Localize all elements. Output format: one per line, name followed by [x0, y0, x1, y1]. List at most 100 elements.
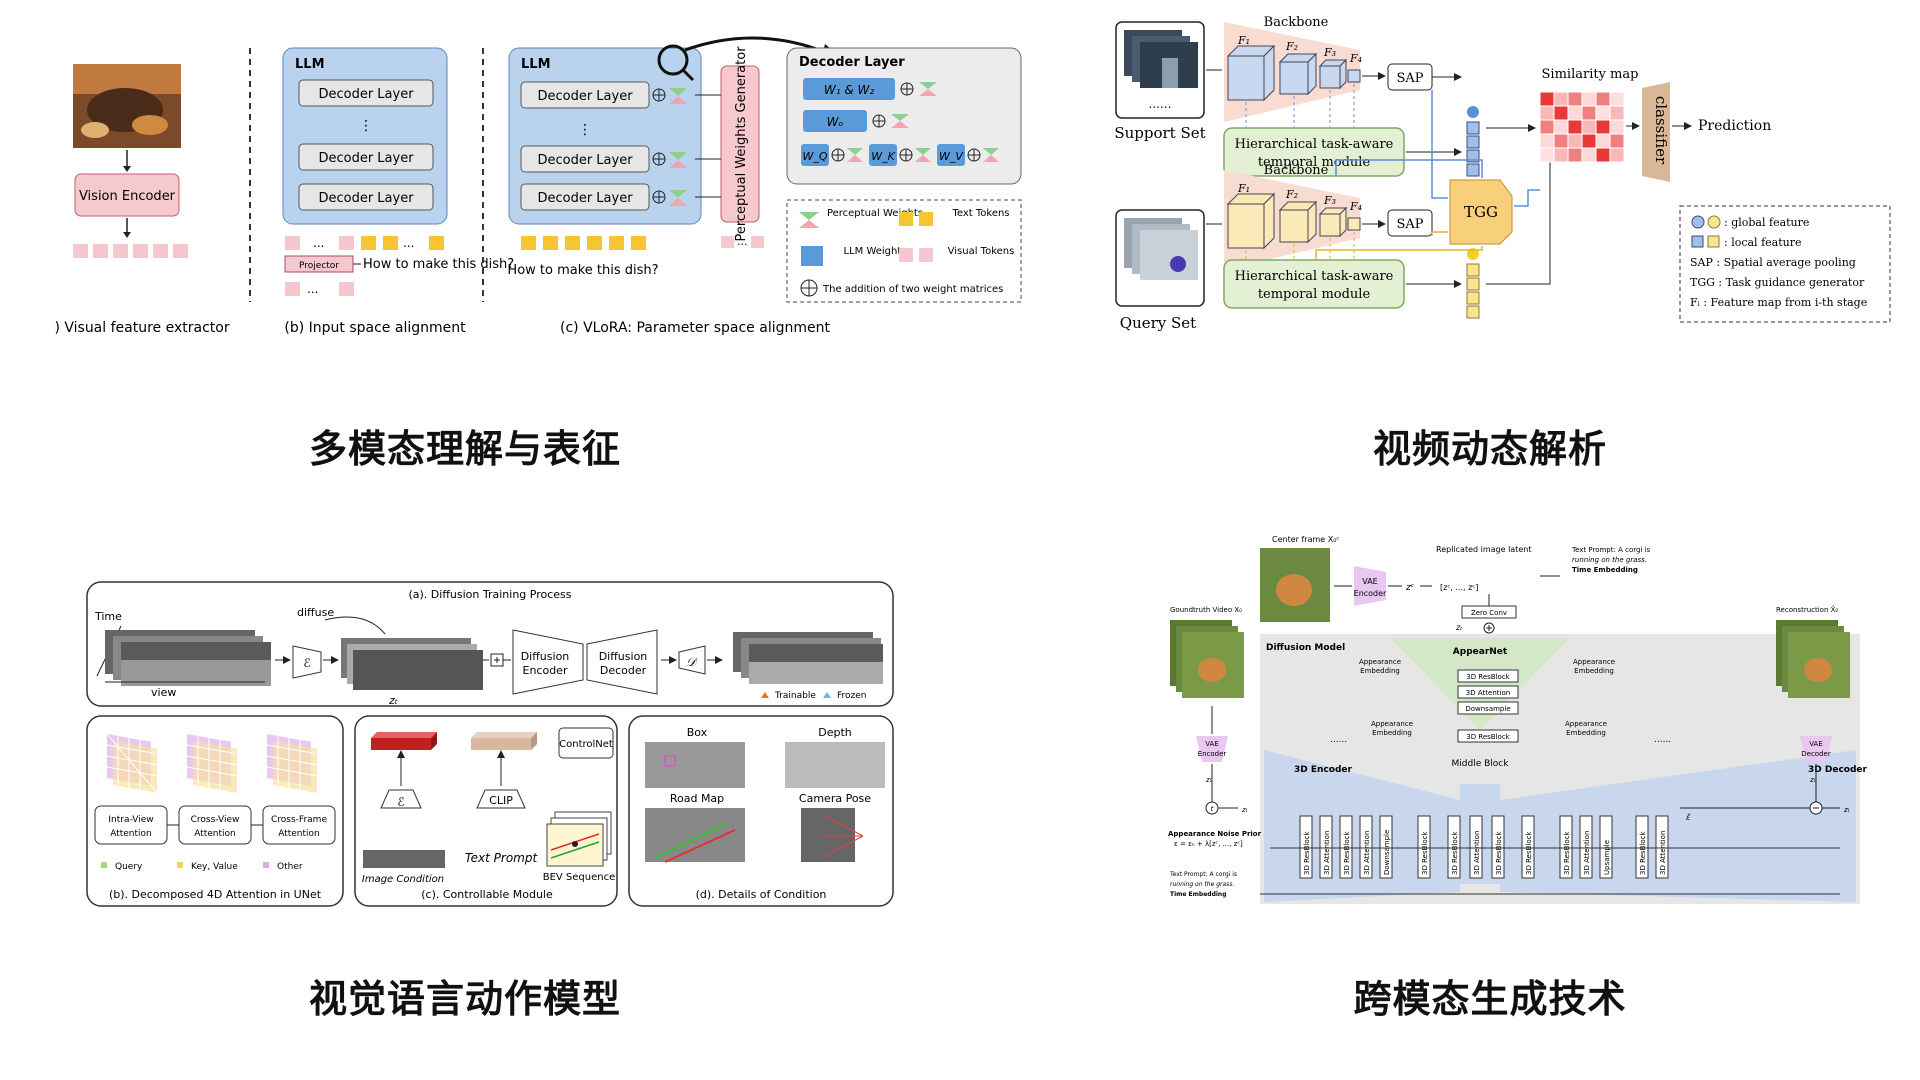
vae-encoder-left	[1196, 736, 1228, 762]
svg-text:Image Condition: Image Condition	[362, 874, 444, 885]
svg-text:3D ResBlock: 3D ResBlock	[1343, 831, 1351, 875]
svg-text:: global feature: : global feature	[1724, 216, 1809, 229]
svg-text:AppearNet: AppearNet	[1453, 647, 1508, 657]
zoom-arrow	[684, 36, 826, 54]
generation-figure: Diffusion Model AppearNet Center frame X…	[1140, 530, 1900, 930]
encoder-e	[292, 645, 322, 679]
svg-text:3D ResBlock: 3D ResBlock	[1303, 831, 1311, 875]
svg-text:ℰ: ℰ	[397, 795, 404, 809]
svg-text:TGG : Task guidance generator: TGG : Task guidance generator	[1690, 276, 1865, 289]
image-embedding-bar	[371, 738, 431, 750]
video-legend	[1679, 205, 1891, 323]
decoder-layer	[298, 143, 434, 171]
svg-text:Text Prompt: Text Prompt	[465, 851, 539, 865]
tokens-c	[521, 236, 646, 250]
visual-tokens-a	[73, 244, 188, 258]
classifier-block	[1642, 82, 1670, 182]
dashed-feature-lines-1	[1245, 84, 1355, 128]
svg-text:...: ...	[737, 235, 748, 248]
svg-text:3D ResBlock: 3D ResBlock	[1466, 733, 1510, 741]
caption-a: (a) Visual feature extractor	[55, 320, 230, 336]
bev-sequence	[546, 811, 612, 867]
svg-text:F₂: F₂	[1285, 40, 1298, 53]
svg-text:zₜ: zₜ	[1241, 806, 1248, 814]
svg-text:W₁ & W₂: W₁ & W₂	[824, 83, 875, 97]
decoder-d	[678, 645, 706, 675]
svg-text:zₜ: zₜ	[1455, 623, 1463, 632]
reconstruction-video	[1776, 620, 1850, 698]
query-feature-column	[1466, 248, 1480, 319]
backbone-1-label: Backbone	[1264, 15, 1329, 30]
svg-text:3D ResBlock: 3D ResBlock	[1563, 831, 1571, 875]
svg-text:VAE: VAE	[1809, 740, 1823, 748]
svg-text:ε̂: ε̂	[1686, 812, 1691, 822]
svg-text:3D ResBlock: 3D ResBlock	[1451, 831, 1459, 875]
svg-text:3D ResBlock: 3D ResBlock	[1421, 831, 1429, 875]
question-c: How to make this dish?	[507, 263, 658, 278]
decoder-layer-label: Decoder Layer	[318, 87, 414, 102]
svg-text:running on the grass.: running on the grass.	[1170, 881, 1234, 888]
svg-text:Embedding: Embedding	[1372, 729, 1412, 737]
svg-text:Embedding: Embedding	[1360, 667, 1400, 675]
caption-c: (c) VLoRA: Parameter space alignment	[560, 320, 830, 336]
caption-c: (c). Controllable Module	[421, 888, 553, 901]
vdots: ⋮	[359, 118, 373, 134]
svg-text:zₜ: zₜ	[1843, 806, 1850, 814]
svg-text:temporal module: temporal module	[1258, 155, 1371, 170]
vision-encoder-box	[74, 173, 180, 217]
decoder-layer-label: Decoder Layer	[318, 191, 414, 206]
tgg-block	[1449, 179, 1513, 245]
svg-text:Decoder Layer: Decoder Layer	[537, 191, 633, 206]
tokens-c-side: ...	[721, 235, 764, 248]
support-frames	[1124, 30, 1198, 88]
caption-bottom-right: 跨模态生成技术	[1353, 977, 1627, 1021]
svg-text:BEV Sequence: BEV Sequence	[543, 872, 616, 883]
wq-label: W_Q	[802, 150, 827, 163]
box-condition-image	[645, 742, 745, 788]
svg-text:VAE: VAE	[1362, 577, 1378, 586]
svg-text:F₃: F₃	[1323, 194, 1336, 207]
controlnet-box	[558, 727, 614, 759]
svg-text:......: ......	[1654, 735, 1671, 745]
legend-visual-tokens: Visual Tokens	[948, 246, 1015, 257]
svg-text:Text Prompt: A corgi is: Text Prompt: A corgi is	[1169, 871, 1237, 878]
decoder-layer	[520, 81, 650, 109]
backbone-2-cubes	[1226, 192, 1361, 250]
svg-text:3D ResBlock: 3D ResBlock	[1466, 673, 1510, 681]
svg-text:3D Attention: 3D Attention	[1473, 831, 1481, 875]
llm-label-c: LLM	[521, 57, 551, 72]
svg-text:z₀: z₀	[1809, 776, 1817, 784]
ellipsis: ...	[403, 236, 414, 250]
svg-text:zₜ: zₜ	[388, 694, 398, 707]
support-dots: ......	[1149, 97, 1172, 111]
svg-text:......: ......	[1330, 735, 1347, 745]
svg-text:TGG: TGG	[1464, 203, 1498, 221]
svg-text:SAP: SAP	[1396, 71, 1423, 86]
svg-text:Box: Box	[687, 726, 708, 739]
svg-text:3D Encoder: 3D Encoder	[1294, 765, 1352, 775]
svg-text:Diffusion: Diffusion	[599, 650, 648, 663]
plus-icons	[652, 88, 666, 204]
svg-text:3D ResBlock: 3D ResBlock	[1639, 831, 1647, 875]
svg-text:Appearance: Appearance	[1371, 720, 1413, 728]
svg-text:Decoder: Decoder	[600, 664, 647, 677]
clip-encoder	[476, 789, 526, 809]
similarity-map-label: Similarity map	[1542, 67, 1639, 82]
caption-top-left: 多模态理解与表征	[308, 427, 621, 471]
svg-text:running on the grass.: running on the grass.	[1572, 556, 1647, 564]
generated-frames	[733, 632, 883, 684]
svg-text:Encoder: Encoder	[523, 664, 568, 677]
svg-text:Appearance: Appearance	[1573, 658, 1615, 666]
svg-text:F₁: F₁	[1237, 182, 1250, 195]
svg-text:Time Embedding: Time Embedding	[1170, 891, 1227, 898]
decoder-layer	[298, 183, 434, 211]
svg-text:Zero Conv: Zero Conv	[1471, 609, 1507, 617]
ellipsis: ...	[313, 236, 324, 250]
svg-text:Wₒ: Wₒ	[827, 115, 844, 129]
magnifier-icon	[657, 44, 695, 82]
multiview-frames	[105, 630, 271, 686]
svg-text:Decoder Layer: Decoder Layer	[537, 89, 633, 104]
depth-condition-image	[785, 742, 885, 788]
svg-text:𝒟: 𝒟	[686, 655, 698, 669]
legend-addition: The addition of two weight matrices	[822, 284, 1003, 295]
